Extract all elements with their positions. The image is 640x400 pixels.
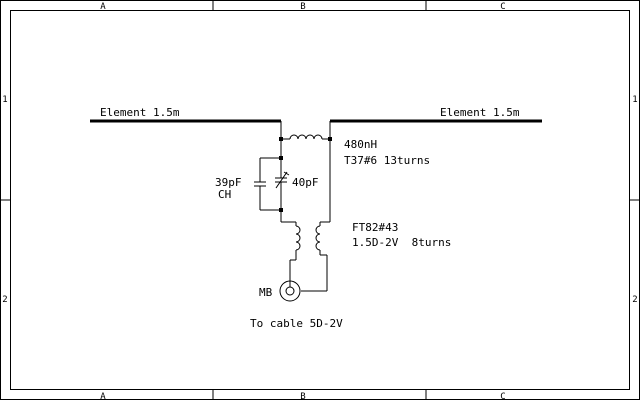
zone-label-bottom-b: B	[300, 392, 305, 400]
inductor-value-label: 480nH	[344, 138, 377, 151]
right-element-label: Element 1.5m	[440, 106, 520, 119]
zone-label-right-1: 1	[632, 95, 637, 105]
zone-label-top-b: B	[300, 2, 305, 12]
connector-label: MB	[259, 286, 273, 299]
coax-connector	[279, 280, 301, 302]
fixed-cap-value-label: 39pF	[215, 176, 242, 189]
zone-label-top-a: A	[100, 2, 106, 12]
zone-label-left-2: 2	[2, 295, 7, 305]
capacitor-network	[254, 139, 290, 222]
left-element-label: Element 1.5m	[100, 106, 180, 119]
transformer-core-label: FT82#43	[352, 221, 398, 234]
series-inductor	[279, 121, 332, 141]
zone-label-right-2: 2	[632, 295, 637, 305]
fixed-cap-type-label: CH	[218, 188, 231, 201]
zone-label-left-1: 1	[2, 95, 7, 105]
zone-label-bottom-a: A	[100, 392, 106, 400]
transformer-detail-label: 1.5D-2V 8turns	[352, 236, 451, 249]
transformer	[281, 139, 331, 292]
trimmer-cap-value-label: 40pF	[292, 176, 319, 189]
cable-label: To cable 5D-2V	[250, 317, 343, 330]
zone-label-top-c: C	[500, 2, 505, 12]
inductor-core-label: T37#6 13turns	[344, 154, 430, 167]
zone-label-bottom-c: C	[500, 392, 505, 400]
